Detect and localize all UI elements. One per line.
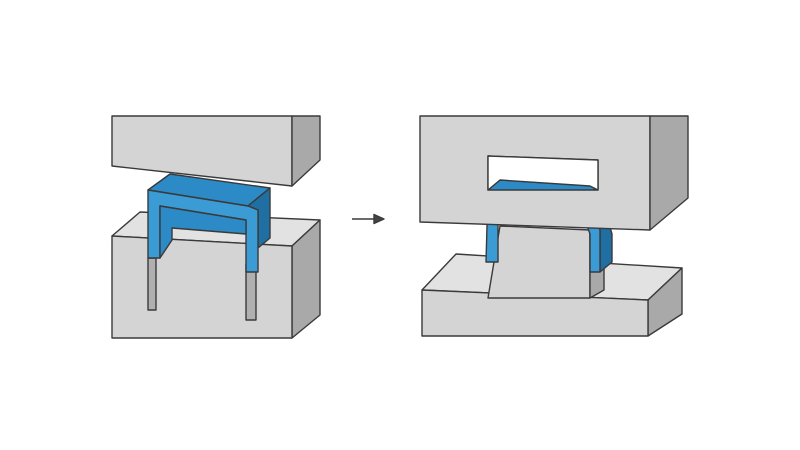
right-lower-die	[487, 219, 605, 299]
left-upper-punch	[111, 115, 321, 187]
right-die-front	[487, 225, 591, 299]
right-punch-side	[649, 115, 689, 231]
left-punch-front	[111, 115, 293, 187]
right-punch-recess	[487, 155, 599, 191]
left-die-slot-left	[147, 257, 157, 311]
after-bending-stage	[419, 115, 689, 337]
right-upper-punch	[419, 115, 689, 231]
left-punch-side	[291, 115, 321, 187]
left-workpiece-front	[147, 189, 259, 273]
left-workpiece-inner	[159, 205, 247, 259]
arrow-right-icon	[352, 213, 385, 225]
left-workpiece	[147, 173, 271, 273]
before-bending-stage	[111, 115, 321, 339]
left-lower-die-front	[111, 235, 293, 339]
